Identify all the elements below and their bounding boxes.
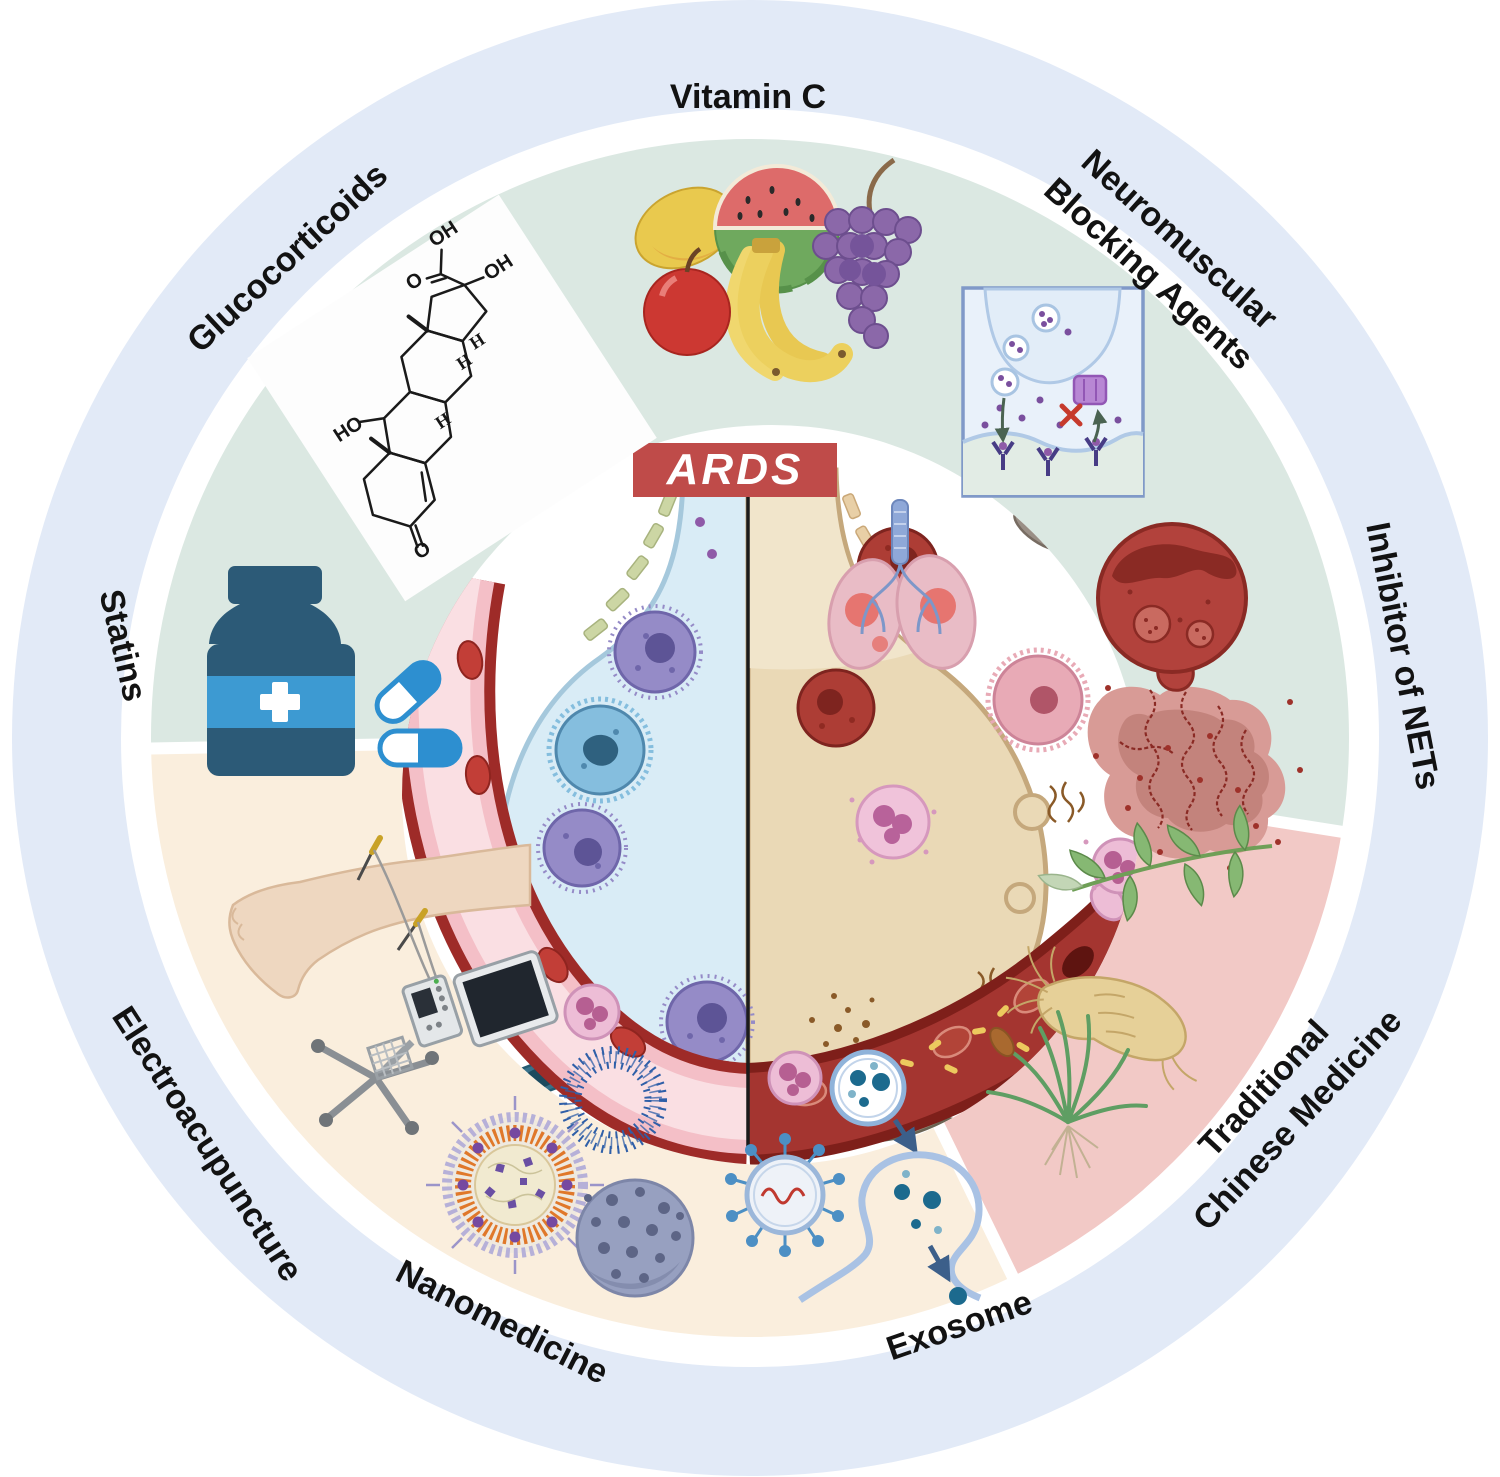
cargo-vesicle: [829, 1049, 907, 1127]
pill-bottle-icon: [207, 566, 463, 776]
ards-badge-background: [633, 443, 837, 497]
cortisol-structure-icon: O HO O OH OH H H H: [247, 194, 657, 602]
ginseng-root: [1005, 946, 1198, 1091]
blocked-x-icon: [1059, 403, 1083, 427]
gap-ring: [121, 109, 1379, 1367]
alveolus-bump: [1004, 882, 1036, 914]
release-arrow: [994, 397, 1010, 443]
released-cargo: [949, 1287, 967, 1305]
monitor: [452, 950, 559, 1048]
healthy-immune-cells: [536, 604, 755, 1070]
mesoporous-silica-sphere: ,: [575, 1178, 695, 1298]
red-inflammatory-cell: [796, 668, 876, 748]
dendritic-cell: [546, 696, 654, 804]
neutrophil-cell: [849, 784, 937, 865]
ards-badge-text: ARDS: [666, 445, 804, 494]
exosome-diagram-icon: [725, 1049, 983, 1305]
vitamin-c-fruits-icon: [634, 157, 922, 383]
rna-strand: [760, 1187, 806, 1205]
capsule-horizontal: [377, 728, 463, 768]
bananas: [725, 238, 853, 383]
neuromuscular-junction-icon: [961, 286, 1145, 498]
blocked-ion-channel: [1059, 374, 1108, 427]
stimulator-device: [311, 950, 559, 1135]
macrophage-cell: [536, 802, 628, 894]
uptake-arrow: [892, 1118, 918, 1155]
nanoparticles-icon: ,: [426, 1046, 695, 1298]
plus-icon: [260, 682, 300, 722]
capsule-tilted: [374, 660, 442, 724]
electroacupuncture-icon: [228, 835, 559, 1135]
liposome: [559, 1046, 667, 1154]
debris-dots: [809, 993, 875, 1047]
injured-epithelial-cell: [985, 647, 1091, 753]
exosome-vesicle-with-receptors: [725, 1133, 845, 1257]
neutrophil-in-vessel: [563, 983, 621, 1041]
catkin: [989, 1026, 1015, 1058]
dark-rbc: [1062, 946, 1094, 978]
apple: [643, 247, 731, 356]
toes: [231, 907, 245, 941]
blocked-arrow: [1092, 409, 1108, 443]
label-vitamin-c: Vitamin C: [670, 78, 826, 116]
release-arrow: [927, 1244, 951, 1283]
macrophage-cell: [659, 974, 755, 1070]
tcm-herbs-icon: [986, 804, 1273, 1179]
neutrophil-in-vessel: [767, 1050, 823, 1106]
watermelon-seeds: [737, 186, 815, 222]
ards-badge: ARDS: [633, 443, 837, 497]
layered-nanoparticle: [426, 1096, 604, 1274]
neutrophil-nucleus: [1112, 544, 1237, 584]
grapes: [812, 157, 922, 349]
artemisia-branch: [1037, 804, 1273, 922]
membrane-invagination: [798, 1151, 983, 1305]
acupuncture-needles: [356, 835, 428, 951]
control-unit: [401, 974, 464, 1048]
ephedra-herb: [986, 1010, 1148, 1179]
alveolus-bump: [1013, 793, 1051, 831]
acetylcholine-receptors: [991, 436, 1108, 476]
macrophage-cell: [607, 604, 703, 700]
lungs-icon: [827, 499, 977, 670]
